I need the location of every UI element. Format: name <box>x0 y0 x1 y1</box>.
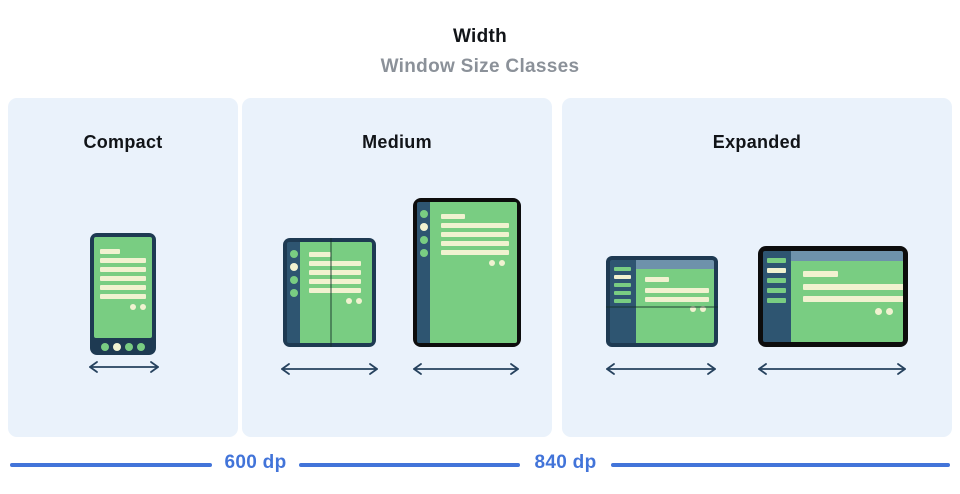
app-topbar <box>791 251 903 261</box>
breakpoint-600dp-label: 600 dp <box>224 452 287 473</box>
main-pane <box>791 251 903 342</box>
panel-medium: Medium <box>242 98 552 437</box>
phone-illustration <box>90 233 156 355</box>
phone-screen <box>94 237 152 338</box>
text-placeholder-line <box>803 296 903 302</box>
nav-rail-dot <box>289 263 298 271</box>
dot-indicator <box>875 308 882 315</box>
nav-rail-dot <box>289 250 298 258</box>
dot-indicator <box>356 298 362 304</box>
nav-rail-dot <box>289 289 298 297</box>
text-placeholder-line <box>100 258 146 263</box>
panel-expanded-label: Expanded <box>712 132 802 152</box>
breakpoint-840dp-label: 840 dp <box>534 452 597 473</box>
text-placeholder-line <box>100 294 146 299</box>
nav-rail-dot <box>419 236 428 244</box>
text-placeholder-line <box>645 297 709 302</box>
fold-crease-line <box>606 306 718 309</box>
width-arrow <box>89 361 159 373</box>
nav-rail <box>417 202 430 343</box>
fold-crease-line <box>329 238 332 347</box>
panel-compact-label: Compact <box>83 132 163 152</box>
width-arrow <box>281 363 378 375</box>
phone-navbar <box>94 338 152 355</box>
scale-segment <box>10 463 212 467</box>
dot-indicator <box>140 304 146 310</box>
text-placeholder-line <box>309 288 361 293</box>
sidebar-item-placeholder <box>767 298 786 303</box>
action-dots <box>309 298 372 304</box>
text-placeholder-line <box>645 288 709 293</box>
width-arrow <box>606 363 716 375</box>
dot-indicator <box>700 306 706 312</box>
sidebar-item-placeholder <box>614 267 631 271</box>
action-dots <box>100 304 146 310</box>
dot-indicator <box>499 260 505 266</box>
text-placeholder-line <box>100 267 146 272</box>
nav-sidebar <box>763 251 791 342</box>
foldable-screen <box>300 242 372 343</box>
text-placeholder-line <box>645 277 669 282</box>
scale-segment <box>611 463 950 467</box>
width-arrow <box>758 363 906 375</box>
diagram-header: Width Window Size Classes <box>0 26 960 78</box>
text-placeholder-line <box>803 271 838 277</box>
text-placeholder-line <box>100 249 120 254</box>
text-placeholder-line <box>100 276 146 281</box>
sidebar-item-placeholder <box>767 288 786 293</box>
text-placeholder-line <box>309 279 361 284</box>
panel-compact: Compact <box>8 98 238 437</box>
nav-rail-dot <box>289 276 298 284</box>
text-placeholder-line <box>803 284 903 290</box>
sidebar-item-placeholder <box>614 283 631 287</box>
tablet-portrait-illustration <box>413 198 521 347</box>
sidebar-item-placeholder <box>767 258 786 263</box>
dot-indicator <box>690 306 696 312</box>
text-placeholder-line <box>100 285 146 290</box>
text-placeholder-line <box>309 270 361 275</box>
navbar-dot <box>125 342 133 351</box>
page-subtitle: Window Size Classes <box>380 56 580 77</box>
navbar-dot <box>113 342 121 351</box>
sidebar-item-placeholder <box>767 268 786 273</box>
page-title: Width <box>452 26 508 47</box>
text-placeholder-line <box>441 250 509 255</box>
content-area <box>791 261 903 342</box>
dot-indicator <box>886 308 893 315</box>
dot-indicator <box>489 260 495 266</box>
dot-indicator <box>130 304 136 310</box>
text-placeholder-line <box>309 252 331 257</box>
main-pane <box>636 260 714 343</box>
nav-rail-dot <box>419 210 428 218</box>
app-topbar <box>636 260 714 269</box>
text-placeholder-line <box>441 232 509 237</box>
panel-medium-label: Medium <box>362 132 432 152</box>
action-dots <box>803 308 903 315</box>
foldable-portrait-illustration <box>283 238 376 347</box>
width-arrow <box>413 363 519 375</box>
foldable-landscape-illustration <box>606 256 718 347</box>
content-area <box>636 269 714 343</box>
action-dots <box>441 260 517 266</box>
tablet-landscape-illustration <box>758 246 908 347</box>
text-placeholder-line <box>309 261 361 266</box>
action-dots <box>645 306 714 312</box>
nav-sidebar <box>610 260 636 343</box>
sidebar-item-placeholder <box>767 278 786 283</box>
panel-expanded: Expanded <box>562 98 952 437</box>
text-placeholder-line <box>441 241 509 246</box>
sidebar-item-placeholder <box>614 299 631 303</box>
nav-rail-dot <box>419 223 428 231</box>
dot-indicator <box>346 298 352 304</box>
navbar-dot <box>137 342 145 351</box>
text-placeholder-line <box>441 223 509 228</box>
sidebar-item-placeholder <box>614 291 631 295</box>
tablet-screen <box>430 202 517 343</box>
scale-segment <box>299 463 520 467</box>
text-placeholder-line <box>441 214 465 219</box>
sidebar-item-placeholder <box>614 275 631 279</box>
nav-rail <box>287 242 300 343</box>
nav-rail-dot <box>419 249 428 257</box>
navbar-dot <box>101 342 109 351</box>
